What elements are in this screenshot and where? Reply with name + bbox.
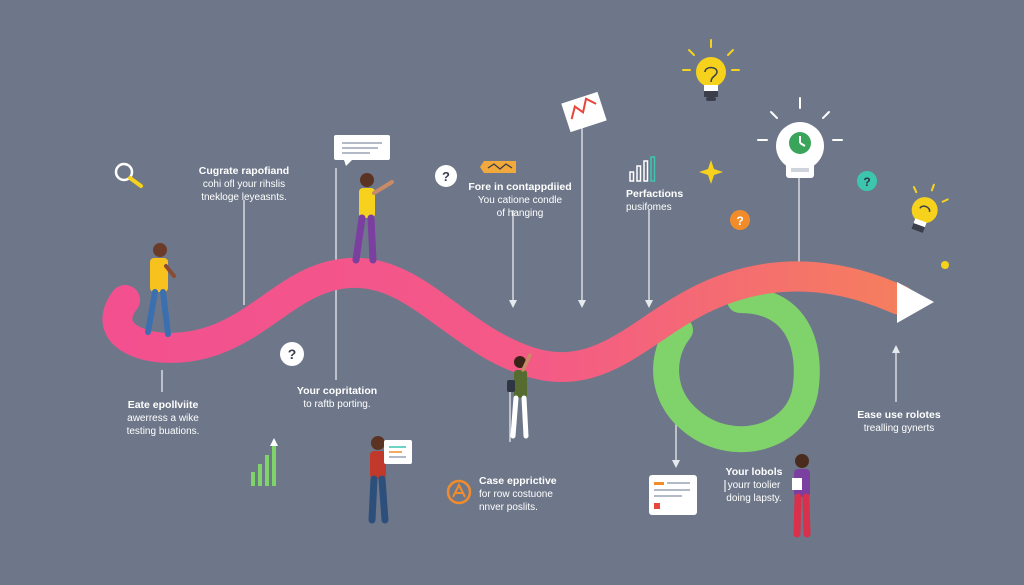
journey-path — [102, 257, 915, 382]
question-icon: ? — [280, 342, 304, 366]
label-left: Eate epollviite awerress a wike testing … — [118, 399, 208, 438]
document-card-icon — [649, 475, 697, 515]
label-line: nnver poslits. — [479, 502, 538, 513]
trend-chart-icon — [561, 91, 607, 133]
person-woman-standing — [792, 454, 811, 538]
person-man-walking — [145, 243, 176, 337]
svg-text:?: ? — [863, 175, 870, 189]
label-line: for row costuone — [479, 489, 553, 500]
sparkle-icon — [699, 160, 723, 184]
label-bottom-center: Case epprictive for row costuone nnver p… — [479, 475, 563, 514]
label-line: testing buations. — [126, 426, 200, 437]
label-right: Ease use rolotes trealling gynerts — [852, 409, 946, 435]
label-line: You catione condle — [477, 195, 563, 206]
growth-chart-icon — [251, 438, 278, 486]
tag-icon — [480, 161, 516, 173]
person-woman-with-card — [368, 436, 412, 524]
leader-lines — [161, 125, 897, 492]
person-climbing — [507, 353, 532, 439]
svg-text:?: ? — [736, 214, 743, 228]
label-line: to raftb porting. — [303, 399, 371, 410]
label-title: Case epprictive — [479, 475, 557, 487]
label-title: Ease use rolotes — [857, 409, 941, 421]
label-line: of hanging — [496, 208, 544, 219]
feedback-loop — [653, 287, 820, 453]
speech-bubble-icon — [334, 135, 390, 166]
label-line: cohi ofl your rihslis — [202, 179, 286, 190]
magnifier-icon — [114, 162, 143, 188]
question-icon: ? — [857, 171, 877, 191]
label-center: Your copritation to raftb porting. — [294, 385, 380, 411]
label-title: Fore in contappdiied — [468, 181, 572, 193]
question-icon: ? — [730, 210, 750, 230]
question-icon: ? — [435, 165, 457, 187]
label-line: doing lapsty. — [726, 493, 782, 504]
label-title: Perfactions — [626, 188, 684, 200]
clock-bulb-icon — [757, 97, 843, 178]
lightbulb-icon — [682, 39, 740, 101]
arrowhead — [897, 282, 934, 323]
leader-arrowheads — [509, 300, 900, 468]
label-title: Your copritation — [296, 385, 378, 397]
person-woman-pointing — [352, 173, 394, 264]
label-line: yourr toolier — [727, 480, 781, 491]
label-title: Your lobols — [725, 466, 783, 478]
label-line: awerress a wike — [127, 413, 199, 424]
svg-text:?: ? — [442, 169, 450, 184]
label-top-center: Fore in contappdiied You catione condle … — [468, 181, 572, 220]
label-line: trealling gynerts — [863, 423, 935, 434]
label-line: tnekloge leyeasnts. — [201, 192, 287, 203]
label-title: Eate epollviite — [127, 399, 199, 411]
svg-text:?: ? — [288, 346, 297, 362]
label-line: pusifomes — [626, 202, 672, 213]
dot-icon — [941, 261, 949, 269]
label-bottom-right: Your lobols yourr toolier doing lapsty. — [722, 466, 786, 505]
lightbulb-icon — [911, 183, 949, 233]
label-top-right: Perfactions pusifomes — [626, 188, 696, 214]
label-title: Cugrate rapofiand — [198, 165, 290, 177]
bar-chart-icon — [629, 156, 656, 182]
label-top-left: Cugrate rapofiand cohi ofl your rihslis … — [196, 165, 292, 204]
gear-icon — [446, 479, 472, 505]
